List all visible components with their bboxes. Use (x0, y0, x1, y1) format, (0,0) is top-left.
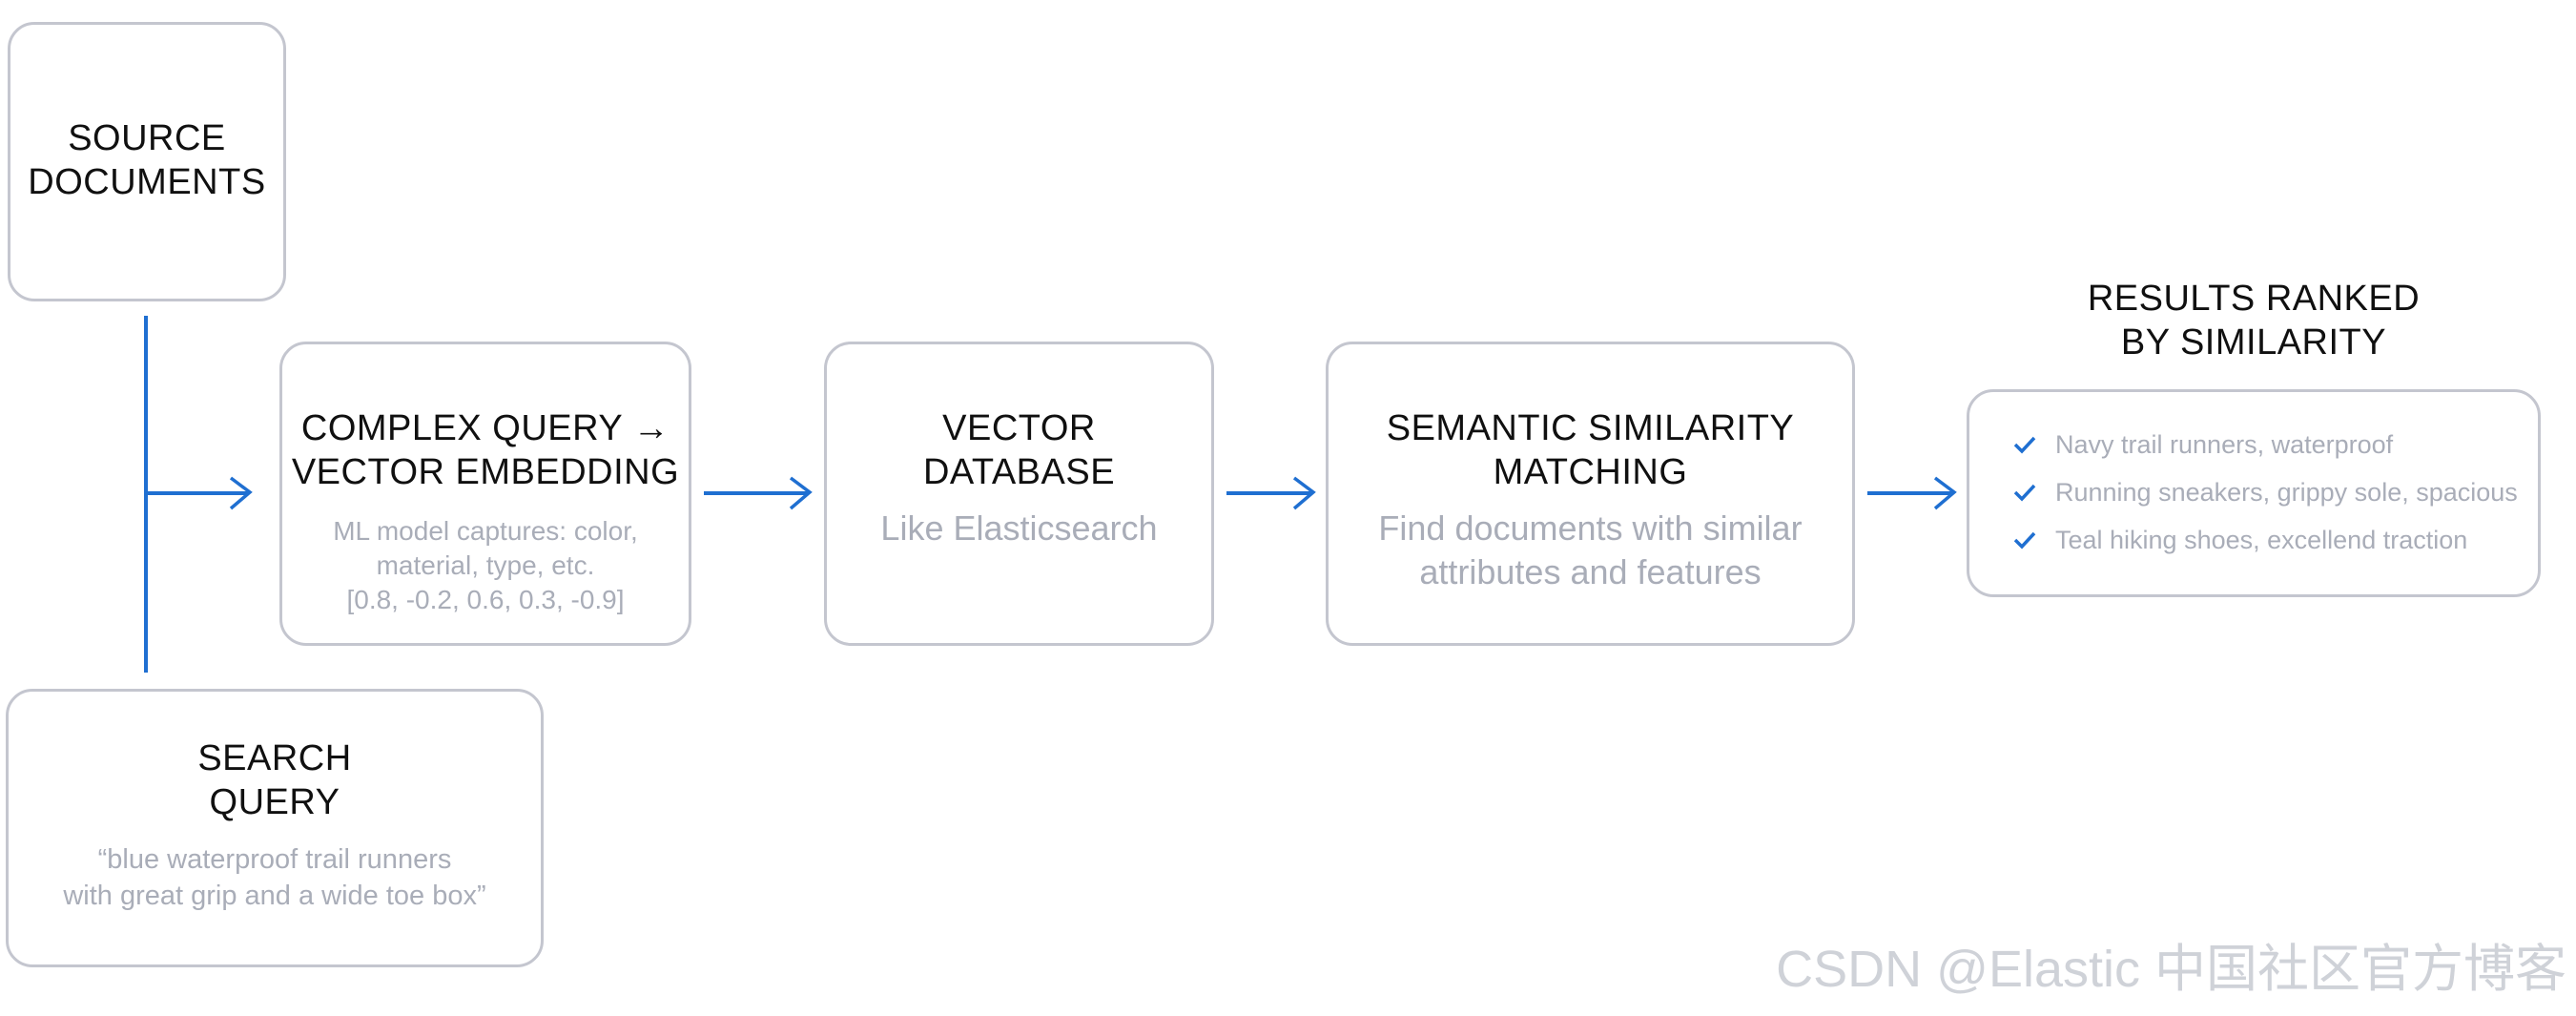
semantic-matching-title-line2: MATCHING (1493, 452, 1688, 492)
source-documents-title-line2: DOCUMENTS (28, 162, 266, 202)
result-item: Teal hiking shoes, excellend traction (2011, 521, 2467, 559)
result-item-text: Running sneakers, grippy sole, spacious (2055, 477, 2518, 507)
vector-database-box: VECTOR DATABASE Like Elasticsearch (824, 342, 1214, 646)
embedding-text-line2: material, type, etc. (376, 550, 595, 580)
results-box: Navy trail runners, waterproof Running s… (1967, 389, 2541, 597)
checkmark-icon (2013, 531, 2036, 549)
arrow-embedding-to-db-line (704, 491, 809, 495)
embedding-text-line1: ML model captures: color, (333, 516, 638, 546)
vector-database-text: Like Elasticsearch (880, 508, 1158, 548)
source-documents-box: SOURCE DOCUMENTS (8, 22, 286, 301)
arrow-head-to-matching (1292, 476, 1316, 510)
checkmark-icon (2013, 436, 2036, 454)
connector-branch-line (144, 491, 249, 495)
search-query-title-line2: QUERY (209, 782, 340, 822)
results-title-line1: RESULTS RANKED (2087, 279, 2421, 319)
embedding-text-line3: [0.8, -0.2, 0.6, 0.3, -0.9] (346, 585, 625, 614)
search-query-text-line1: “blue waterproof trail runners (97, 844, 452, 875)
checkmark-icon (2013, 484, 2036, 502)
result-item-text: Navy trail runners, waterproof (2055, 429, 2394, 459)
results-title-line2: BY SIMILARITY (2120, 322, 2387, 363)
arrow-head-to-embedding (229, 476, 253, 510)
vector-database-title-line1: VECTOR (942, 408, 1096, 448)
source-documents-title-line1: SOURCE (68, 118, 226, 158)
semantic-matching-box: SEMANTIC SIMILARITY MATCHING Find docume… (1326, 342, 1855, 646)
embedding-box: COMPLEX QUERY → VECTOR EMBEDDING ML mode… (279, 342, 691, 646)
search-query-title-line1: SEARCH (197, 738, 352, 778)
vector-database-title-line2: DATABASE (922, 452, 1116, 492)
arrow-matching-to-results-line (1867, 491, 1953, 495)
result-item: Running sneakers, grippy sole, spacious (2011, 473, 2518, 511)
result-item-text: Teal hiking shoes, excellend traction (2055, 525, 2468, 554)
arrow-db-to-matching-line (1226, 491, 1312, 495)
result-item: Navy trail runners, waterproof (2011, 425, 2393, 464)
semantic-matching-title-line1: SEMANTIC SIMILARITY (1386, 408, 1795, 448)
embedding-title-line2: VECTOR EMBEDDING (291, 452, 680, 492)
semantic-matching-text-line1: Find documents with similar (1378, 508, 1803, 548)
arrow-head-to-results (1933, 476, 1957, 510)
arrow-head-to-db (789, 476, 813, 510)
embedding-title-line1: COMPLEX QUERY → (300, 408, 670, 448)
search-query-box: SEARCH QUERY “blue waterproof trail runn… (6, 689, 544, 967)
watermark-text: CSDN @Elastic 中国社区官方博客 (1776, 941, 2566, 998)
semantic-matching-text-line2: attributes and features (1419, 552, 1762, 591)
search-query-text-line2: with great grip and a wide toe box” (63, 881, 486, 911)
